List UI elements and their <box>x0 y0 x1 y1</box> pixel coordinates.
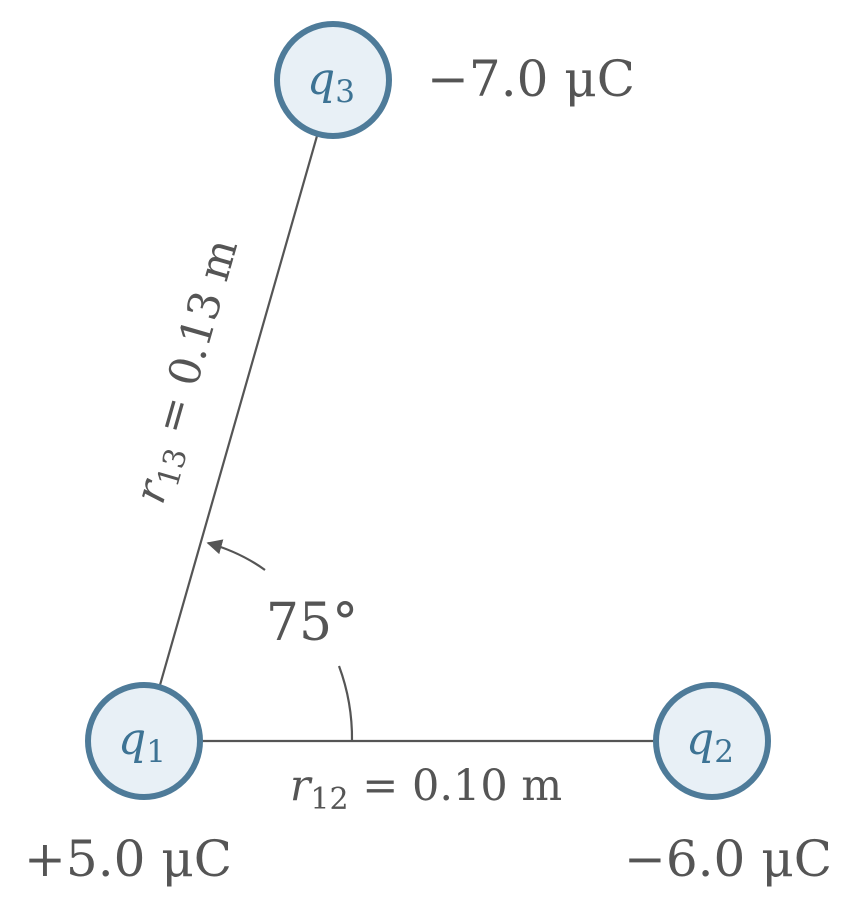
charge-q3-subscript: 3 <box>335 74 355 110</box>
charge-q2: q2 −6.0 μC <box>624 682 832 888</box>
charge-q1-symbol: q <box>118 714 146 765</box>
r12-symbol: r <box>290 761 313 811</box>
charge-q1-name: q1 <box>118 714 166 770</box>
r13-label: r13 = 0.13 m <box>125 233 254 510</box>
charge-q1-value: +5.0 μC <box>24 830 232 888</box>
charge-q2-value: −6.0 μC <box>624 830 832 888</box>
charge-q2-subscript: 2 <box>714 734 734 770</box>
charge-q3-circle <box>274 21 392 139</box>
line-r13 <box>142 79 335 742</box>
charge-q1: q1 +5.0 μC <box>24 682 232 888</box>
angle-arrow <box>206 539 266 571</box>
charge-q2-circle <box>653 682 771 800</box>
charge-q1-subscript: 1 <box>146 734 166 770</box>
charge-q3-value: −7.0 μC <box>427 50 635 108</box>
r13-value: = 0.13 m <box>141 233 248 452</box>
charge-q3: q3 −7.0 μC <box>274 21 635 139</box>
r12-label: r12 = 0.10 m <box>290 761 562 817</box>
r12-subscript: 12 <box>310 782 348 817</box>
r12-value: = 0.10 m <box>349 761 563 811</box>
charge-q2-symbol: q <box>686 714 714 765</box>
charge-q2-name: q2 <box>686 714 734 770</box>
angle-label: 75° <box>266 593 358 653</box>
charge-q1-circle <box>85 682 203 800</box>
angle-arc <box>337 665 354 742</box>
charge-q3-name: q3 <box>307 54 355 110</box>
charge-q3-symbol: q <box>307 54 335 105</box>
